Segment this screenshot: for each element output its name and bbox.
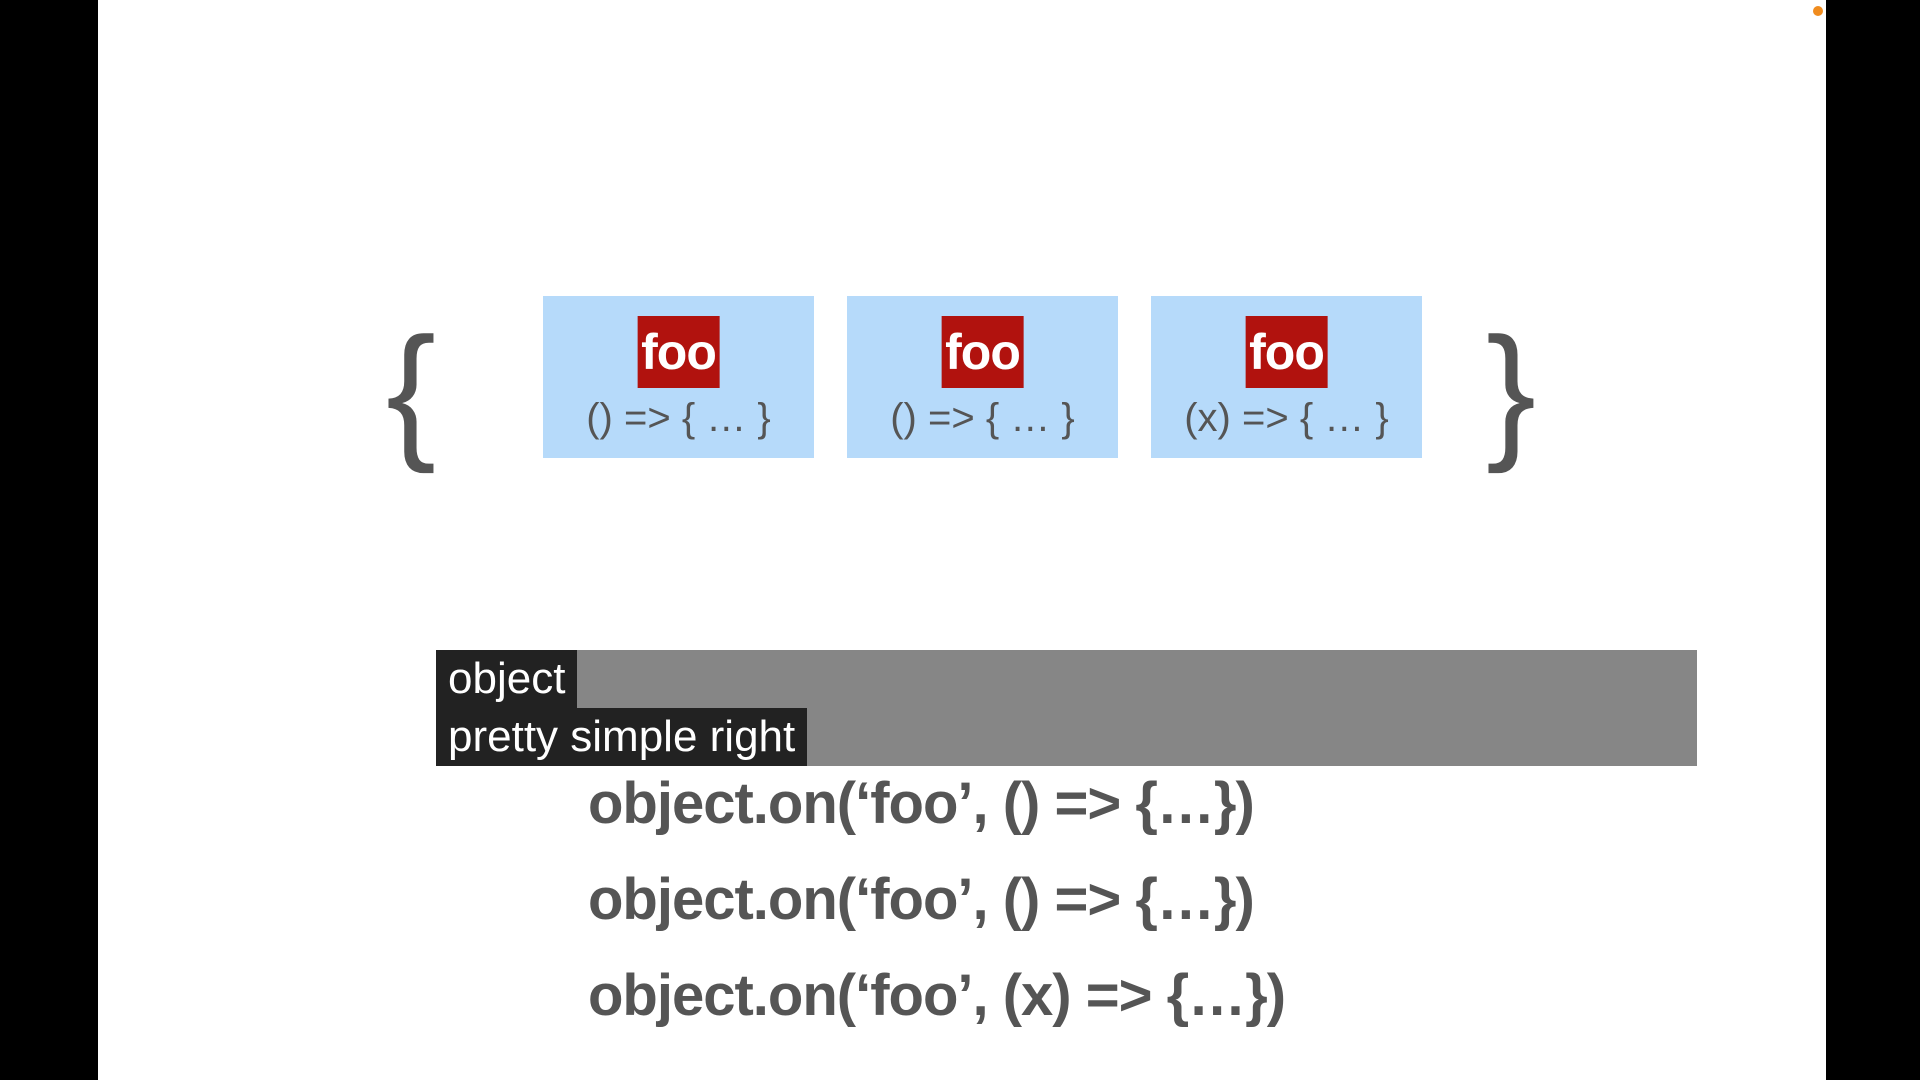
recording-indicator-dot — [1813, 6, 1823, 16]
code-line: object.on(‘foo’, () => {…}) — [588, 771, 1255, 836]
open-brace: { — [386, 306, 437, 474]
caption-line-1: object — [436, 650, 578, 708]
caption-line-2: pretty simple right — [436, 708, 808, 766]
listener-box: foo () => { … } — [847, 296, 1118, 458]
code-line: object.on(‘foo’, (x) => {…}) — [588, 963, 1286, 1028]
listener-boxes: foo () => { … } foo () => { … } foo (x) … — [543, 296, 1422, 458]
event-name-label: foo — [637, 316, 720, 388]
handler-label: (x) => { … } — [1184, 396, 1389, 440]
handler-label: () => { … } — [586, 396, 771, 440]
close-brace: } — [1486, 306, 1537, 474]
event-name-label: foo — [1245, 316, 1328, 388]
listener-box: foo () => { … } — [543, 296, 814, 458]
handler-label: () => { … } — [890, 396, 1075, 440]
code-lines: object.on(‘foo’, () => {…}) object.on(‘f… — [588, 756, 1286, 1044]
code-line: object.on(‘foo’, () => {…}) — [588, 867, 1255, 932]
event-name-label: foo — [941, 316, 1024, 388]
listener-box: foo (x) => { … } — [1151, 296, 1422, 458]
slide: { foo () => { … } foo () => { … } foo (x… — [98, 0, 1826, 1080]
